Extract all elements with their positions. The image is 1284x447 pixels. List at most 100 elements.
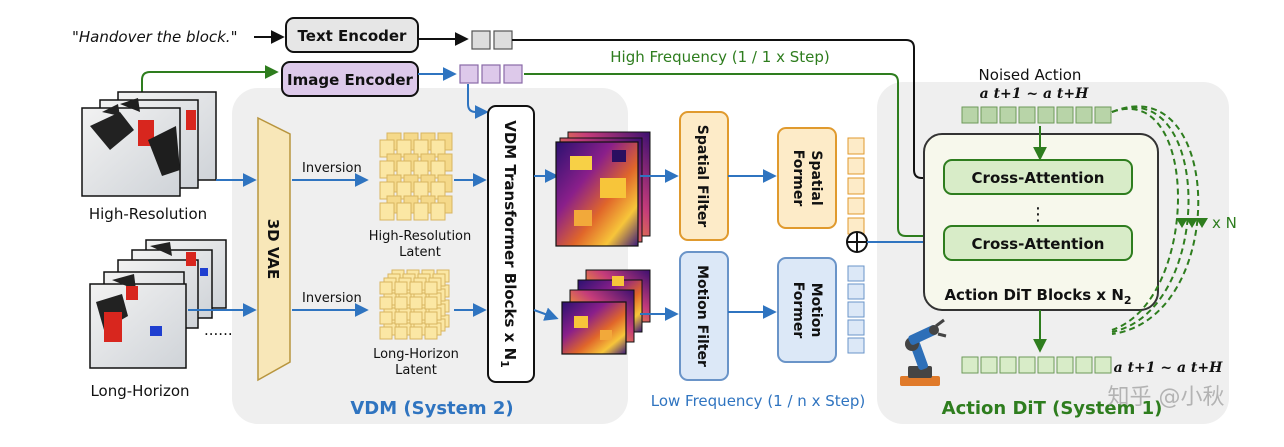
noised-action-token (1018, 106, 1036, 124)
motion-token (847, 301, 865, 318)
output-action-token (1075, 356, 1093, 374)
motion-former-block: Motion Former (777, 257, 837, 363)
combine-plus-icon (846, 231, 868, 253)
spatial-former-label-1: Spatial (808, 150, 824, 205)
motion-token (847, 319, 865, 336)
latent-cell (409, 311, 423, 325)
vae-label: 3D VAE (264, 219, 282, 280)
latent-cell (424, 296, 438, 310)
latent-cell (379, 326, 393, 340)
spatial-former-block: Spatial Former (777, 127, 837, 229)
image-token (459, 64, 479, 84)
cross-attention-block-top: Cross-Attention (943, 159, 1133, 195)
latent-cell (394, 281, 408, 295)
cross-attention-label-top: Cross-Attention (972, 169, 1105, 187)
latent-cell (430, 202, 446, 221)
spatial-feature-map (555, 131, 651, 247)
spatial-token (847, 157, 865, 175)
noised-action-token (1075, 106, 1093, 124)
spatial-former-label-2: Former (790, 150, 806, 207)
high-resolution-label: High-Resolution (89, 205, 207, 223)
output-action-token (961, 356, 979, 374)
noised-action-label: Noised Action (979, 66, 1082, 84)
output-action-token (1094, 356, 1112, 374)
motion-token-stack (847, 265, 865, 354)
action-seq-top: a t+1 ~ a t+H (980, 86, 1090, 102)
latent-cell (394, 311, 408, 325)
latent-cell (379, 311, 393, 325)
noised-action-token (1037, 106, 1055, 124)
dit-blocks-label: Action DiT Blocks x N (944, 286, 1123, 304)
high-resolution-latent-grid (379, 132, 453, 221)
spatial-filter-label: Spatial Filter (694, 125, 710, 228)
action-seq-bottom: a t+1 ~ a t+H (1114, 360, 1224, 376)
loop-arrowheads (1176, 218, 1208, 228)
image-token (503, 64, 523, 84)
text-encoder-box: Text Encoder (285, 17, 419, 53)
spatial-filter-block: Spatial Filter (679, 111, 729, 241)
output-action-token (1056, 356, 1074, 374)
vdm-transformer-block: VDM Transformer Blocks x N1 (487, 105, 535, 383)
latent-cell (409, 296, 423, 310)
hr-latent-label-1: High-Resolution (369, 229, 472, 244)
noised-action-token (961, 106, 979, 124)
vdm-blocks-subscript: 1 (498, 360, 511, 368)
vertical-ellipsis: ⋮ (1029, 204, 1047, 225)
image-token (481, 64, 501, 84)
spatial-token (847, 177, 865, 195)
inversion-label-bottom: Inversion (302, 291, 362, 306)
motion-filter-label: Motion Filter (694, 265, 710, 367)
latent-cell (379, 296, 393, 310)
long-horizon-label: Long-Horizon (90, 382, 189, 400)
output-action-tokens (961, 356, 1112, 374)
latent-cell (424, 311, 438, 325)
image-encoder-box: Image Encoder (281, 61, 419, 97)
noised-action-token (980, 106, 998, 124)
lh-latent-label-1: Long-Horizon (373, 347, 459, 362)
latent-cell (424, 326, 438, 340)
latent-cell (379, 202, 395, 221)
latent-cell (379, 281, 393, 295)
motion-former-label-2: Former (790, 282, 806, 339)
text-to-cross-attention-line (512, 39, 941, 185)
spatial-token (847, 137, 865, 155)
latent-cell (409, 281, 423, 295)
motion-token (847, 337, 865, 354)
ellipsis-text: ...... (204, 321, 233, 339)
long-horizon-frames (89, 239, 227, 369)
text-encoder-label: Text Encoder (298, 27, 408, 45)
noised-action-token (1056, 106, 1074, 124)
repeat-n-label: x N (1212, 214, 1237, 232)
lh-latent-label-2: Latent (395, 363, 437, 378)
motion-token (847, 265, 865, 282)
output-action-token (980, 356, 998, 374)
latent-cell (409, 326, 423, 340)
motion-feature-maps (561, 269, 651, 355)
latent-cell (413, 202, 429, 221)
inversion-label-top: Inversion (302, 161, 362, 176)
cross-attention-block-bottom: Cross-Attention (943, 225, 1133, 261)
vdm-blocks-label: VDM Transformer Blocks x N (501, 120, 519, 360)
spatial-token-stack (847, 137, 865, 235)
svg-text:VDM Transformer Blocks x N1: VDM Transformer Blocks x N1 (498, 120, 519, 368)
low-frequency-label: Low Frequency (1 / n x Step) (651, 392, 865, 410)
cross-attention-label-bottom: Cross-Attention (972, 235, 1105, 253)
latent-cell (424, 281, 438, 295)
robot-arm-icon (900, 318, 947, 386)
motion-former-label-1: Motion (808, 283, 824, 338)
output-action-token (1018, 356, 1036, 374)
hr-latent-label-2: Latent (399, 245, 441, 260)
image-encoder-label: Image Encoder (287, 71, 413, 89)
output-action-token (999, 356, 1017, 374)
motion-token (847, 283, 865, 300)
noised-action-tokens (961, 106, 1112, 124)
long-horizon-latent-grid (379, 269, 450, 340)
motion-filter-block: Motion Filter (679, 251, 729, 381)
latent-cell (394, 296, 408, 310)
text-token (493, 30, 513, 50)
vae-block: 3D VAE (257, 116, 291, 382)
action-system-label: Action DiT (System 1) (942, 398, 1163, 419)
dit-blocks-subscript: 2 (1124, 294, 1132, 307)
image-tokens-to-vdm-line (467, 84, 489, 119)
